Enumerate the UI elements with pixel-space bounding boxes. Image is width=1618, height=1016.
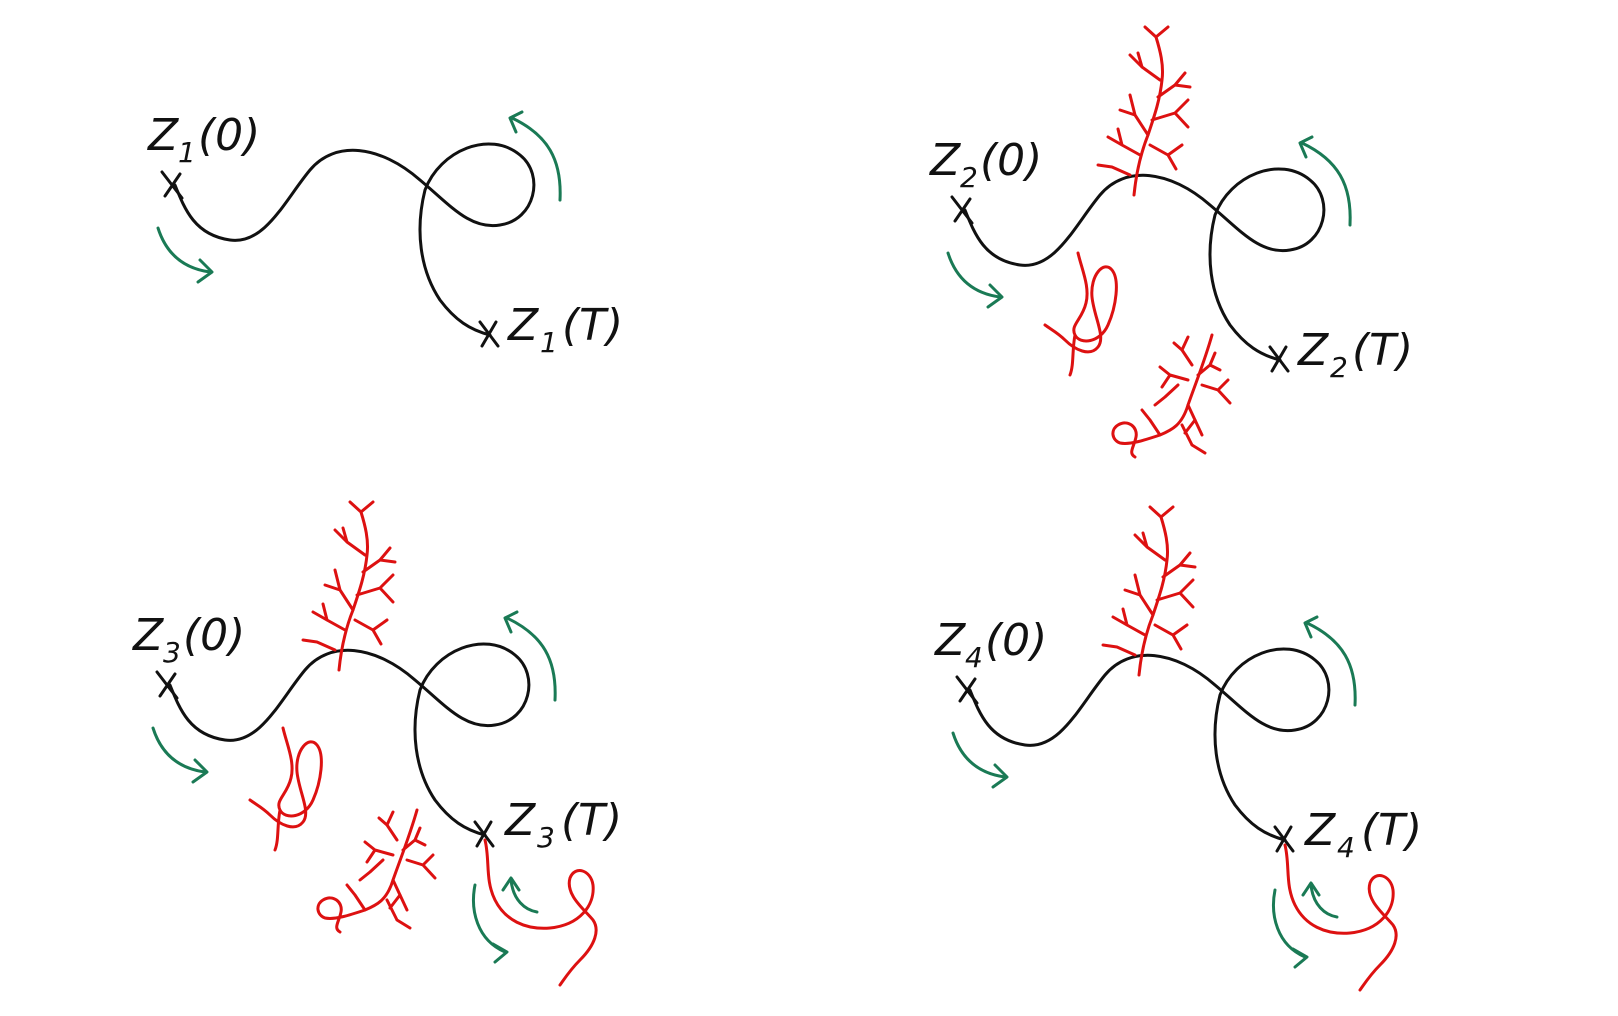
- svg-text:1: 1: [178, 136, 196, 169]
- branch-loop-left: [248, 726, 323, 852]
- svg-text:(T): (T): [1361, 805, 1422, 856]
- svg-text:1: 1: [540, 326, 558, 359]
- svg-text:4: 4: [965, 641, 983, 674]
- svg-text:Z: Z: [147, 110, 179, 161]
- start-label: Z 4 (0): [934, 615, 1047, 674]
- svg-text:(T): (T): [561, 795, 622, 846]
- svg-text:3: 3: [163, 636, 181, 669]
- svg-text:Z: Z: [132, 610, 164, 661]
- branch-tree-top: [1096, 25, 1192, 197]
- panel-2: Z 2 (0) Z 2 (T): [929, 25, 1413, 459]
- end-label: Z 4 (T): [1304, 805, 1422, 864]
- branch-hook-end: [1272, 843, 1398, 992]
- end-label: Z 1 (T): [507, 300, 623, 359]
- start-label: Z 3 (0): [132, 610, 245, 669]
- branch-tree-top: [301, 500, 397, 672]
- svg-text:(0): (0): [183, 610, 245, 661]
- start-label: Z 2 (0): [929, 135, 1042, 194]
- start-label: Z 1 (0): [147, 110, 260, 169]
- branch-hook-end: [472, 838, 598, 987]
- svg-text:Z: Z: [934, 615, 966, 666]
- svg-text:(0): (0): [985, 615, 1047, 666]
- svg-text:2: 2: [1330, 351, 1348, 384]
- svg-text:4: 4: [1337, 831, 1355, 864]
- panel-1: Z 1 (0) Z 1 (T): [147, 110, 623, 359]
- svg-text:Z: Z: [1304, 805, 1336, 856]
- panel-4: Z 4 (0) Z 4 (T): [934, 505, 1422, 992]
- end-label: Z 3 (T): [504, 795, 622, 854]
- end-label: Z 2 (T): [1297, 325, 1413, 384]
- svg-text:Z: Z: [1297, 325, 1329, 376]
- svg-text:(0): (0): [198, 110, 260, 161]
- branch-loop-left: [1043, 251, 1118, 377]
- svg-text:Z: Z: [504, 795, 536, 846]
- branch-bush-bottom: [316, 808, 437, 934]
- panel-3: Z 3 (0) Z 3 (T): [132, 500, 622, 987]
- svg-text:2: 2: [960, 161, 978, 194]
- svg-text:Z: Z: [929, 135, 961, 186]
- svg-text:Z: Z: [507, 300, 539, 351]
- svg-text:(T): (T): [1352, 325, 1413, 376]
- svg-text:3: 3: [537, 821, 555, 854]
- branch-tree-top: [1101, 505, 1197, 677]
- branch-bush-bottom: [1111, 333, 1232, 459]
- svg-text:(0): (0): [980, 135, 1042, 186]
- svg-text:(T): (T): [562, 300, 623, 351]
